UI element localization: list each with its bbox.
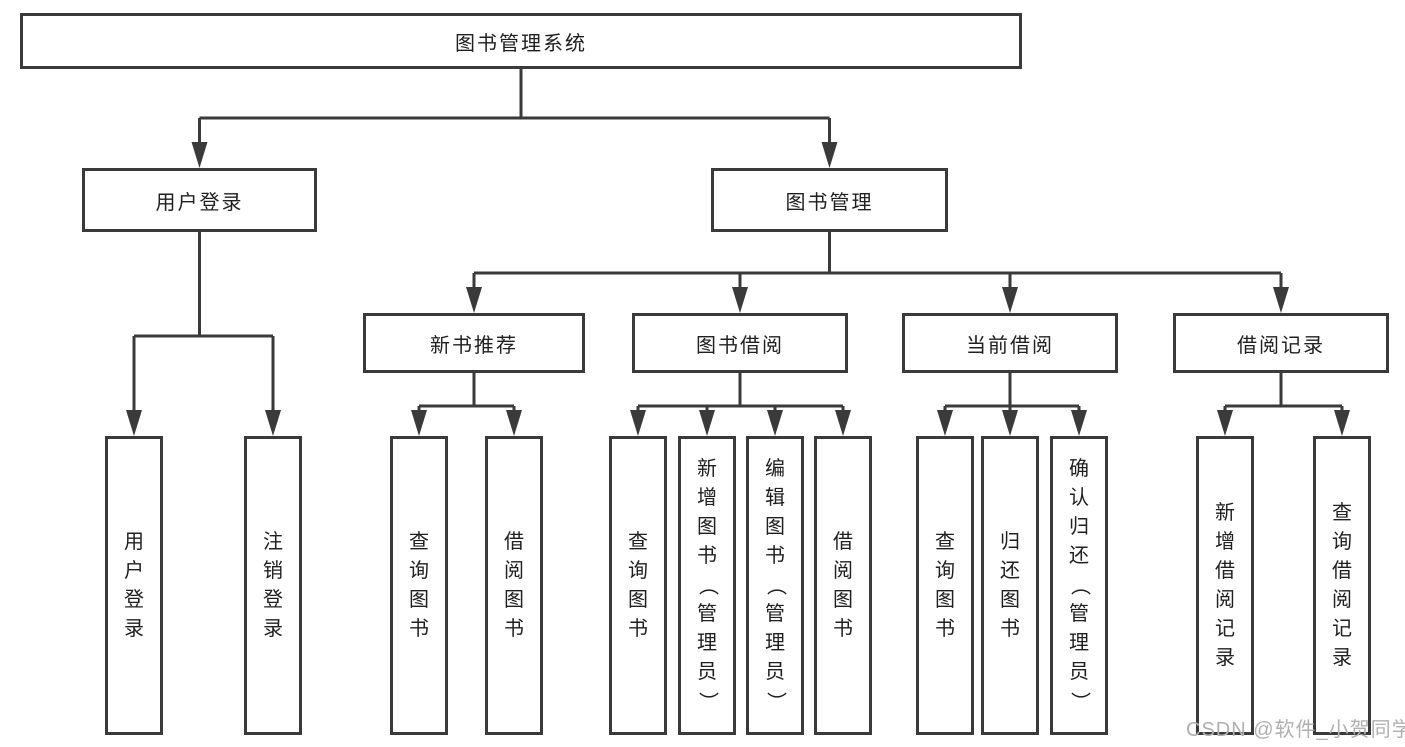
node-v-edit-book: 编辑图书（管理员） bbox=[746, 436, 804, 735]
node-v-add-book: 新增图书（管理员） bbox=[678, 436, 736, 735]
arrowhead-icon bbox=[699, 410, 715, 436]
node-book-mgmt: 图书管理 bbox=[711, 168, 948, 232]
node-borrow-record: 借阅记录 bbox=[1173, 313, 1389, 373]
arrowhead-icon bbox=[732, 287, 748, 313]
node-label: 查询图书 bbox=[935, 530, 955, 640]
node-label: 借阅图书 bbox=[833, 530, 853, 640]
arrowhead-icon bbox=[1002, 410, 1018, 436]
arrowhead-icon bbox=[1071, 410, 1087, 436]
node-label: 确认归还（管理员） bbox=[1068, 458, 1091, 712]
node-v-add-record: 新增借阅记录 bbox=[1196, 436, 1254, 735]
node-v-return-book: 归还图书 bbox=[981, 436, 1039, 735]
arrowhead-icon bbox=[630, 410, 646, 436]
node-v-user-login: 用户登录 bbox=[105, 436, 163, 735]
node-new-book-rec: 新书推荐 bbox=[363, 313, 585, 373]
node-label: 图书管理系统 bbox=[455, 32, 587, 55]
node-user-login: 用户登录 bbox=[82, 168, 317, 232]
node-label: 借阅记录 bbox=[1237, 334, 1325, 357]
node-v-query-book-c: 查询图书 bbox=[916, 436, 974, 735]
arrowhead-icon bbox=[767, 410, 783, 436]
arrowhead-icon bbox=[835, 410, 851, 436]
arrowhead-icon bbox=[1217, 410, 1233, 436]
arrowhead-icon bbox=[1273, 287, 1289, 313]
node-v-query-record: 查询借阅记录 bbox=[1313, 436, 1371, 735]
node-label: 归还图书 bbox=[1000, 530, 1020, 640]
node-label: 新增图书（管理员） bbox=[696, 458, 719, 712]
node-v-query-book-a: 查询图书 bbox=[390, 436, 448, 735]
node-label: 注销登录 bbox=[263, 530, 283, 640]
node-label: 图书借阅 bbox=[696, 334, 784, 357]
node-v-logout: 注销登录 bbox=[244, 436, 302, 735]
node-v-borrow-book-b: 借阅图书 bbox=[814, 436, 872, 735]
node-root: 图书管理系统 bbox=[20, 13, 1022, 69]
arrowhead-icon bbox=[411, 410, 427, 436]
arrowhead-icon bbox=[265, 410, 281, 436]
arrowhead-icon bbox=[937, 410, 953, 436]
node-label: 新增借阅记录 bbox=[1215, 501, 1235, 669]
node-label: 借阅图书 bbox=[504, 530, 524, 640]
node-label: 用户登录 bbox=[124, 530, 144, 640]
arrowhead-icon bbox=[191, 142, 208, 168]
arrowhead-icon bbox=[1002, 287, 1018, 313]
node-label: 查询图书 bbox=[628, 530, 648, 640]
arrowhead-icon bbox=[506, 410, 522, 436]
node-label: 当前借阅 bbox=[966, 334, 1054, 357]
arrowhead-icon bbox=[466, 287, 482, 313]
arrowhead-icon bbox=[821, 142, 838, 168]
arrowhead-icon bbox=[126, 410, 142, 436]
watermark-text: CSDN @软件_小贺同学 bbox=[1186, 719, 1405, 741]
node-label: 编辑图书（管理员） bbox=[764, 458, 787, 712]
node-label: 查询图书 bbox=[409, 530, 429, 640]
node-label: 图书管理 bbox=[785, 191, 874, 214]
node-label: 查询借阅记录 bbox=[1332, 501, 1352, 669]
node-book-borrow: 图书借阅 bbox=[632, 313, 848, 373]
node-v-confirm-return: 确认归还（管理员） bbox=[1050, 436, 1108, 735]
arrowhead-icon bbox=[1334, 410, 1350, 436]
node-label: 新书推荐 bbox=[430, 334, 518, 357]
node-v-borrow-book-a: 借阅图书 bbox=[485, 436, 543, 735]
node-label: 用户登录 bbox=[155, 191, 244, 214]
node-current-borrow: 当前借阅 bbox=[902, 313, 1118, 373]
node-v-query-book-b: 查询图书 bbox=[609, 436, 667, 735]
